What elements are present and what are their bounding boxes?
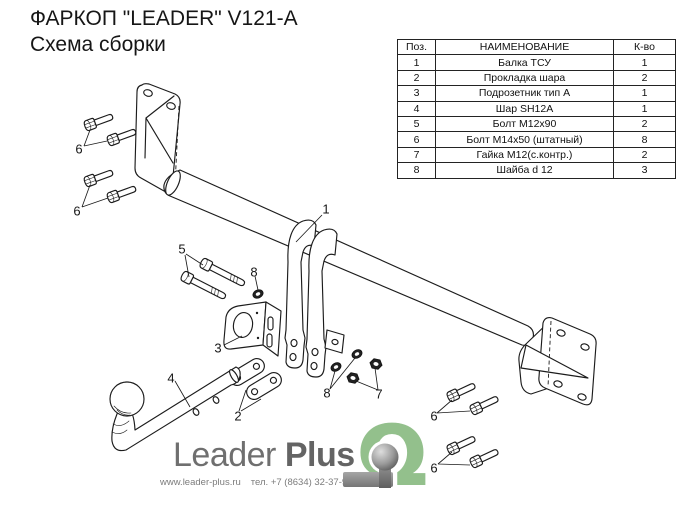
brand-leader: Leader [173,436,276,474]
footer-phone: тел. +7 (8634) 32-37-91 [250,477,353,488]
logo-towball-icon [368,440,402,488]
brand-wordmark: Leader Plus [173,438,355,472]
brand-plus: Plus [284,436,355,474]
towbar-beam [163,169,535,346]
mount-bolts-right [445,380,501,470]
footer-website: www.leader-plus.ru [160,477,241,488]
tow-ball [109,366,241,452]
left-end-plate [134,83,181,193]
socket-bracket [223,301,282,357]
title-line-2: Схема сборки [30,32,166,56]
callout-leader-lines [81,129,471,466]
right-end-plate [518,316,597,406]
ball-bolts [179,256,248,303]
footer-contact: www.leader-plus.ru тел. +7 (8634) 32-37-9… [160,477,360,488]
page-title: ФАРКОП "LEADER" V121-A Схема сборки [30,6,298,57]
mount-bolts-left [82,110,138,204]
beam-straps [284,219,345,378]
title-line-1: ФАРКОП "LEADER" V121-A [30,7,298,30]
